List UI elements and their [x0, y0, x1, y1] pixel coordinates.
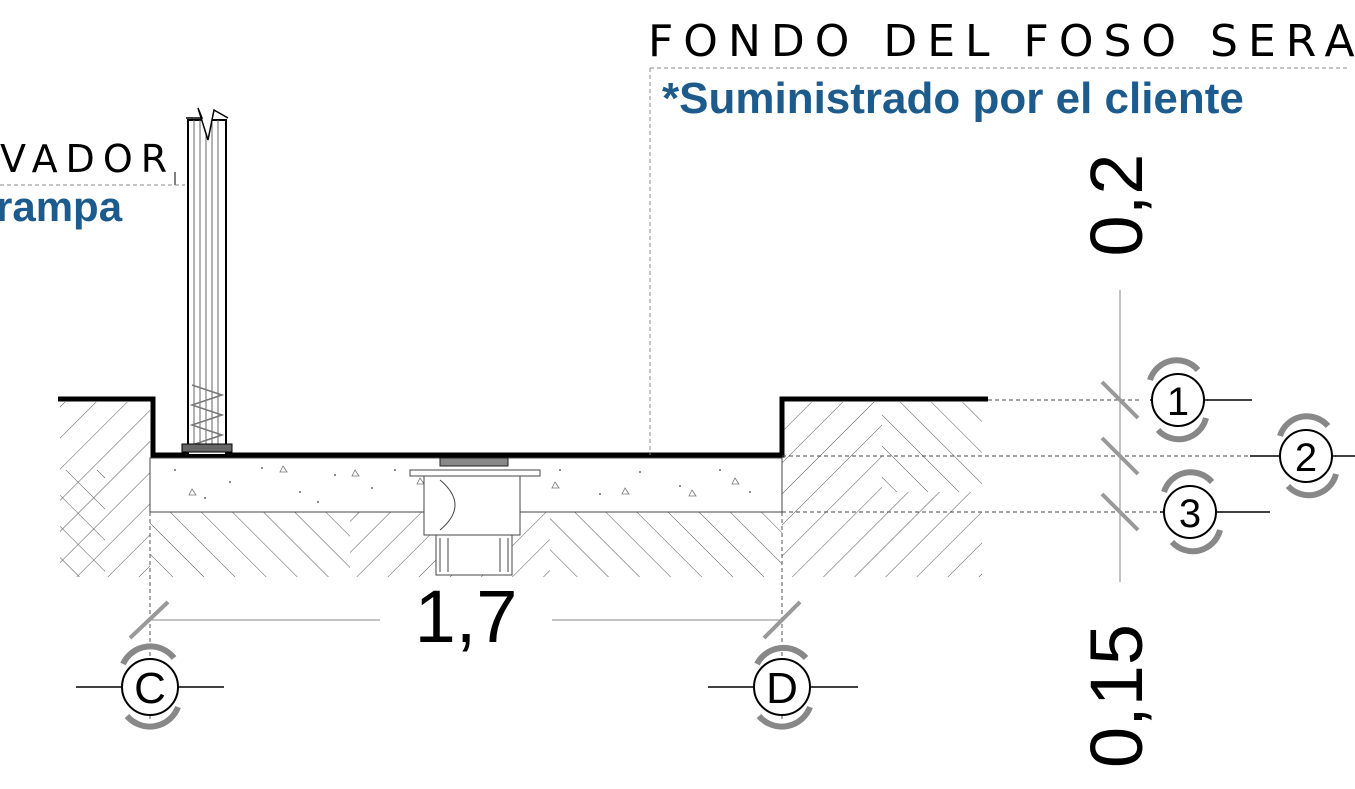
left-title: VADOR: [0, 137, 175, 181]
top-note: *Suministrado por el cliente: [662, 74, 1244, 123]
level-marker-3-label: 3: [1179, 492, 1201, 536]
grid-bubble-c-label: C: [134, 664, 166, 713]
floor-drain: [409, 457, 541, 576]
level-marker-3: 3: [1160, 469, 1270, 555]
level-marker-2: 2: [1250, 413, 1355, 499]
width-dimension-line: [128, 600, 802, 640]
level-marker-1-label: 1: [1167, 380, 1189, 424]
height-dimension-line: [1100, 290, 1140, 582]
width-dimension-text: 1,7: [415, 575, 518, 658]
left-note: rampa: [0, 183, 123, 230]
elevator-guide-column: [174, 107, 233, 456]
level-marker-2-label: 2: [1295, 436, 1317, 480]
grid-bubble-d: D: [708, 644, 858, 730]
grid-bubble-c: C: [76, 643, 224, 730]
upper-height-dimension-text: 0,2: [1075, 154, 1158, 257]
lower-height-dimension-text: 0,15: [1075, 624, 1158, 768]
grid-bubble-d-label: D: [766, 664, 798, 713]
reference-lines: [0, 67, 1350, 720]
pit-outline: [58, 396, 988, 458]
top-title: FONDO DEL FOSO SERA: [648, 16, 1355, 67]
level-marker-1: 1: [1147, 357, 1252, 443]
